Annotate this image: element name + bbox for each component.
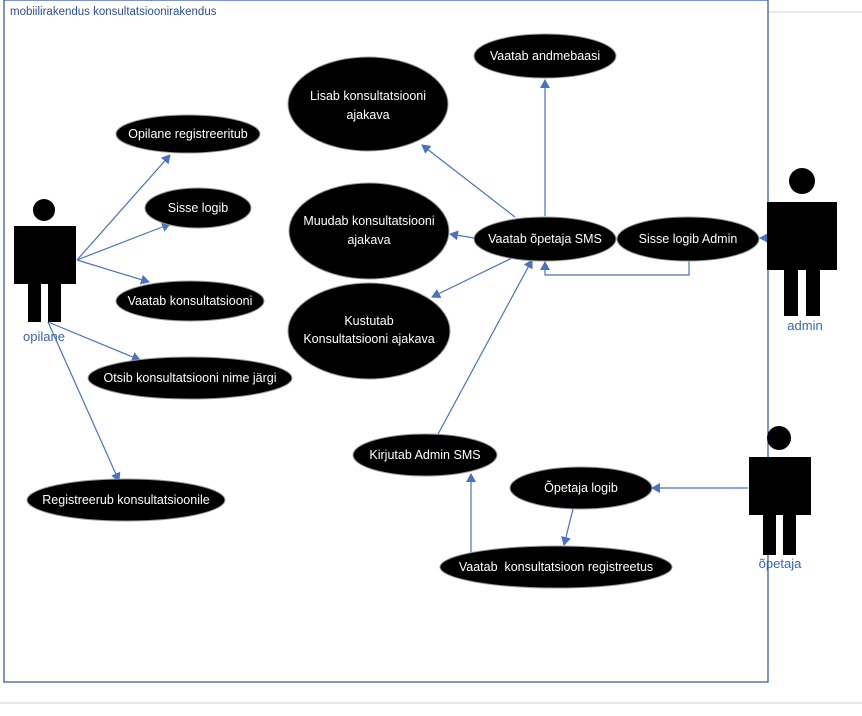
usecase-view-database-label: Vaatab andmebaasi	[490, 49, 600, 63]
usecase-delete-schedule	[287, 282, 451, 380]
edge-student-to-search	[47, 321, 141, 362]
usecase-delete-schedule-label-line2: Konsultatsiooni ajakava	[303, 332, 434, 346]
actor-admin	[767, 168, 837, 316]
actor-admin-body	[767, 202, 837, 270]
edge-sms-to-delete-schedule	[431, 257, 513, 298]
edge-sms-to-edit-schedule	[449, 230, 475, 241]
usecase-add-schedule-label-line1: Lisab konsultatsiooni	[310, 89, 426, 103]
actor-student-label: opilane	[23, 329, 65, 344]
usecase-view-database	[473, 33, 617, 79]
actor-student-body	[14, 226, 76, 284]
usecase-write-admin-sms	[352, 433, 498, 477]
usecase-teacher-login	[509, 466, 653, 510]
usecase-edit-schedule-label-line1: Muudab konsultatsiooni	[303, 214, 434, 228]
usecase-student-registers	[115, 114, 261, 154]
actor-teacher-head	[767, 426, 791, 450]
connectors	[47, 79, 768, 552]
usecase-view-consultation	[115, 280, 265, 322]
usecase-edit-schedule-label-line2: ajakava	[347, 233, 390, 247]
usecase-delete-schedule-label-line1: Kustutab	[344, 314, 393, 328]
actor-teacher-right-leg	[783, 515, 796, 555]
actor-admin-right-leg	[806, 270, 820, 316]
edge-student-to-register-consultation	[47, 321, 121, 482]
edge-student-to-view-consultation	[76, 259, 150, 285]
actor-student-head	[33, 199, 55, 221]
usecase-admin-login	[616, 216, 760, 262]
usecase-write-admin-sms-label: Kirjutab Admin SMS	[369, 448, 480, 462]
usecase-add-schedule	[287, 56, 449, 152]
actor-student-right-leg	[48, 284, 61, 322]
actor-student	[14, 199, 76, 322]
usecase-view-registered-label: Vaatab konsultatsioon registreetus	[459, 560, 653, 574]
actor-teacher-label: õpetaja	[759, 556, 802, 571]
edge-student-to-login	[76, 222, 171, 261]
usecase-search-by-name	[87, 356, 293, 400]
usecase-teacher-login-label: Õpetaja logib	[544, 480, 618, 495]
usecase-register-consultation-label: Registreerub konsultatsioonile	[42, 493, 210, 507]
actor-teacher-body	[749, 457, 811, 515]
usecase-view-registered	[439, 545, 673, 589]
usecase-register-consultation	[26, 478, 226, 522]
actor-admin-label: admin	[787, 318, 822, 333]
usecase-view-teacher-sms-label: Vaatab õpetaja SMS	[488, 232, 602, 246]
usecase-search-by-name-label: Otsib konsultatsiooni nime järgi	[104, 371, 277, 385]
usecase-view-consultation-label: Vaatab konsultatsiooni	[128, 294, 253, 308]
usecase-edit-schedule	[288, 182, 450, 280]
system-boundary	[3, 0, 769, 683]
usecase-student-registers-label: Opilane registreeritub	[128, 127, 248, 141]
actor-admin-left-leg	[784, 270, 798, 316]
actor-teacher	[749, 426, 811, 555]
actor-teacher-left-leg	[763, 515, 776, 555]
edge-sms-to-add-schedule	[421, 144, 516, 218]
usecase-login-label: Sisse logib	[168, 201, 228, 215]
usecase-admin-login-label: Sisse logib Admin	[639, 232, 738, 246]
edge-admin-sms-to-teacher-sms	[436, 259, 533, 437]
actor-student-left-leg	[28, 284, 41, 322]
usecase-view-teacher-sms	[473, 216, 617, 262]
edge-teacher-login-to-registered	[561, 508, 574, 546]
edge-admin-login-to-sms	[540, 258, 690, 276]
diagram-title: mobiilirakendus konsultatsioonirakendus	[10, 6, 217, 18]
usecase-login	[144, 187, 252, 229]
actor-admin-head	[789, 168, 815, 194]
edge-student-to-register	[76, 154, 171, 261]
usecase-add-schedule-label-line2: ajakava	[346, 108, 389, 122]
